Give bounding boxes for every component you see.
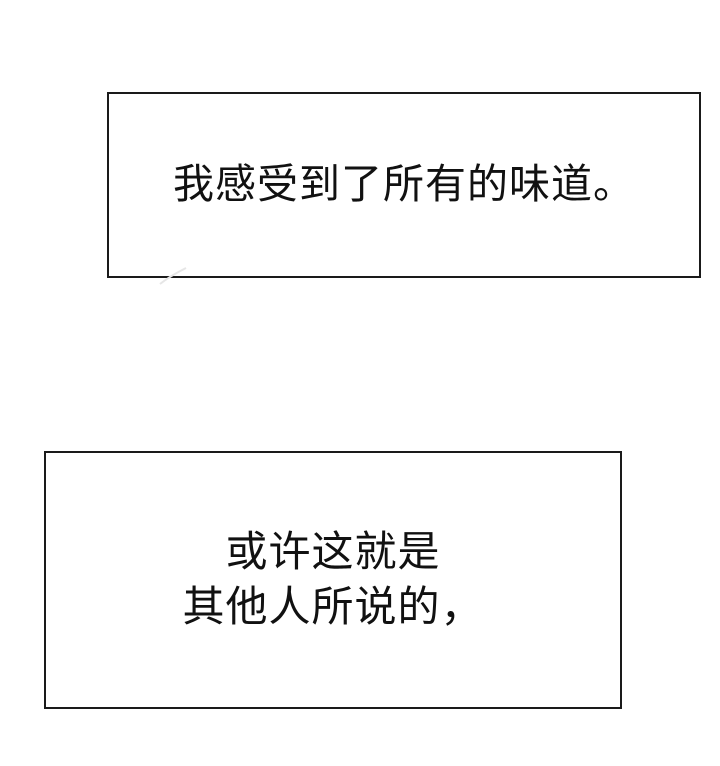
caption-text: 我感受到了所有的味道。 (173, 160, 635, 209)
caption-text-line-2: 其他人所说的， (182, 582, 484, 631)
caption-text-line-1: 或许这就是 (225, 527, 441, 577)
caption-box-2: 或许这就是 其他人所说的， (44, 451, 622, 709)
faint-mark (159, 267, 187, 285)
caption-box-1: 我感受到了所有的味道。 (107, 92, 701, 278)
